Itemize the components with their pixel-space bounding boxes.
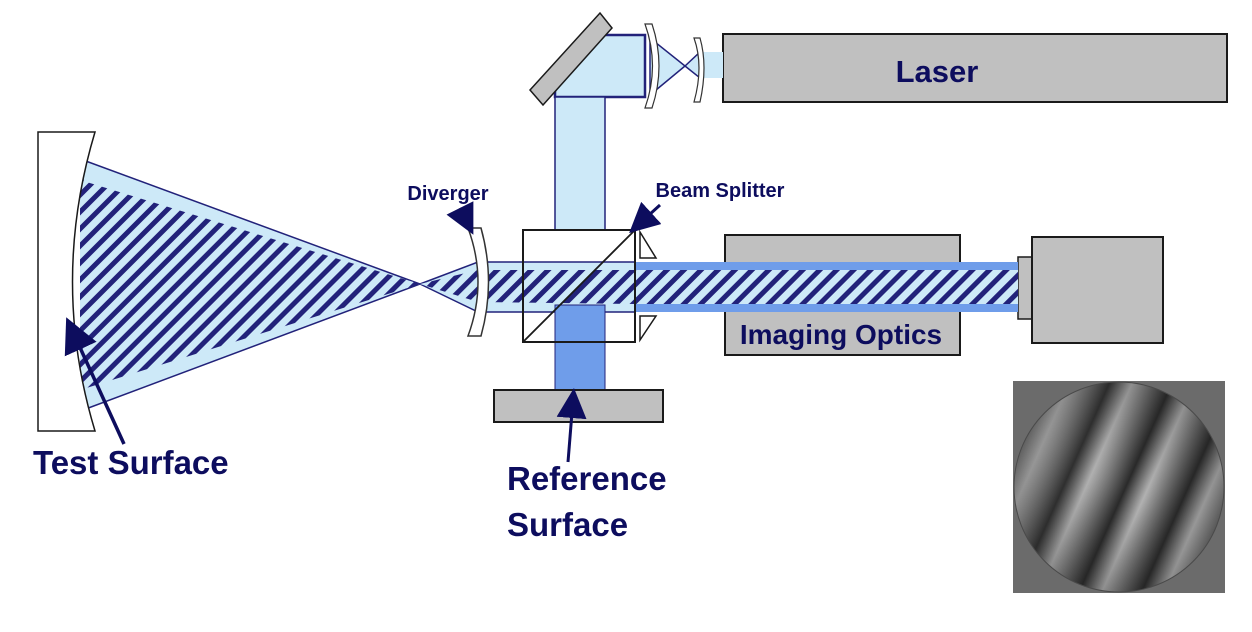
reference-surface-pointer [556, 388, 587, 463]
beam-splitter-diagonal [522, 229, 636, 343]
laser-box [722, 33, 1228, 103]
reference-beam [554, 304, 606, 391]
beam-splitter-label: Beam Splitter [656, 180, 785, 202]
beam-splitter-pointer [629, 201, 662, 234]
fringe-pattern-image [1013, 381, 1225, 593]
camera-adapter [1017, 256, 1034, 320]
reference-surface-label-line1: Reference [507, 460, 667, 497]
beam-splitter-prism-bottom [639, 315, 658, 343]
diverger-pointer [446, 201, 474, 235]
laser-label: Laser [896, 54, 979, 89]
imaging-beam-hatch [635, 270, 1018, 304]
reference-surface-label-line2: Surface [507, 506, 628, 543]
fold-mirror [528, 11, 613, 107]
diverger-lens [466, 227, 490, 337]
expander-small-lens [693, 37, 705, 103]
test-surface-mirror [37, 131, 97, 432]
test-surface-label: Test Surface [33, 444, 229, 481]
camera-body [1031, 236, 1164, 344]
diverger-label: Diverger [407, 183, 488, 205]
diverger-beam-cone-hatch [420, 270, 635, 304]
laser-output-beam [700, 52, 723, 78]
expander-large-lens [644, 23, 660, 109]
test-beam-cone-hatch [80, 180, 420, 390]
beam-splitter-cube [522, 229, 636, 343]
beam-splitter-prism-top [639, 229, 658, 259]
reference-surface-plate [493, 389, 664, 423]
test-surface-pointer [64, 317, 126, 445]
vertical-beam [554, 96, 606, 231]
imaging-optics-label: Imaging Optics [740, 319, 942, 350]
